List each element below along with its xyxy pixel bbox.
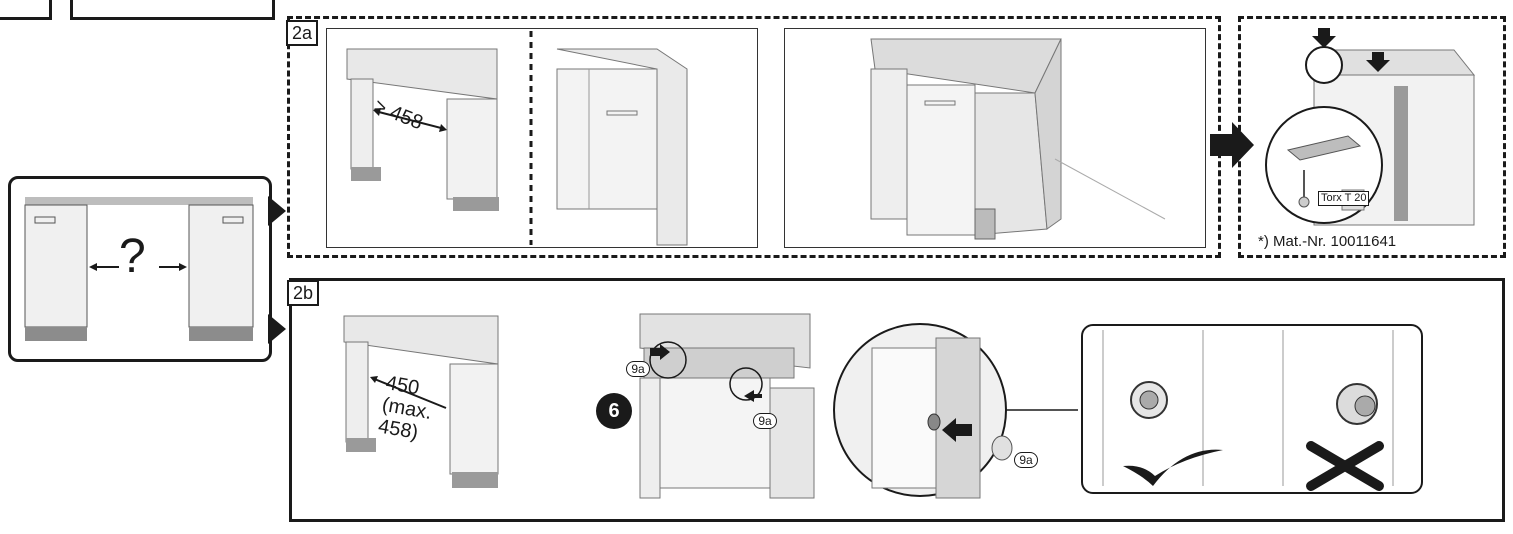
arrow-right-icon-top <box>268 196 286 226</box>
checkmark-icon <box>1123 449 1223 486</box>
section-2b-tag: 2b <box>287 280 320 306</box>
part-label-2: 9a <box>753 413 777 429</box>
cross-icon <box>1306 441 1384 491</box>
niche-2b-illustration <box>343 315 499 488</box>
section-2b <box>289 278 1505 522</box>
clipped-box-right <box>70 0 275 20</box>
side-panel: ? <box>8 176 272 362</box>
comparison-illustration <box>1102 330 1394 491</box>
step-number-badge: 6 <box>596 393 632 429</box>
installed-dishwasher-illustration <box>870 38 1166 240</box>
part-label-1: 9a <box>626 361 650 377</box>
section-2a-tag: 2a <box>286 20 319 46</box>
clipped-box-left <box>0 0 52 20</box>
footnote: *) Mat.-Nr. 10011641 <box>1258 233 1397 250</box>
panel-2a-niche: > 458 <box>326 28 758 248</box>
cabinet-gap-illustration <box>24 197 254 341</box>
arrow-right-icon-bottom <box>268 314 286 344</box>
detail-circle-illustration <box>833 323 1078 499</box>
tool-label: Torx T 20 <box>1318 191 1370 206</box>
dishwasher-insertion-illustration <box>639 313 815 499</box>
niche-illustration <box>346 31 688 246</box>
panel-2a-installed <box>784 28 1206 248</box>
correct-incorrect-panel <box>1081 324 1423 494</box>
step-number: 6 <box>608 400 620 422</box>
fixing-bracket-illustration <box>1265 28 1476 226</box>
arrow-right-icon-large <box>1210 122 1254 168</box>
fixing-panel <box>1238 16 1506 258</box>
part-label-3: 9a <box>1014 452 1038 468</box>
question-mark: ? <box>119 230 146 283</box>
